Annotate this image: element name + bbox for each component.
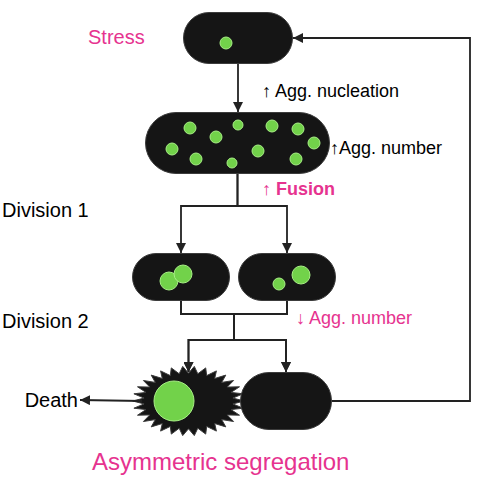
spiky-membrane	[133, 366, 245, 435]
protein-aggregate	[166, 143, 178, 155]
flow-arrow	[238, 174, 288, 253]
stressed-cell: Stress	[183, 12, 293, 64]
aggregate-count-note: ↑Agg. number	[330, 139, 442, 157]
protein-aggregate	[292, 266, 310, 284]
flow-arrow	[181, 301, 234, 372]
protein-aggregate	[233, 120, 243, 130]
protein-aggregate	[227, 158, 237, 168]
edge-label: ↓ Agg. number	[296, 309, 412, 327]
flow-arrow	[189, 301, 288, 372]
aggregate-layer	[239, 254, 337, 302]
healthy-cell	[240, 372, 332, 430]
stage-label: Division 1	[2, 200, 89, 220]
protein-aggregate	[190, 153, 202, 165]
caption-label: Asymmetric segregation	[92, 450, 349, 474]
protein-aggregate	[210, 131, 222, 143]
edge-label: ↑ Agg. nucleation	[262, 82, 399, 100]
stage-label: Division 2	[2, 311, 89, 331]
node-text: Stress	[88, 27, 145, 47]
edge-label: ↑ Fusion	[262, 180, 335, 198]
flow-arrow	[181, 174, 238, 253]
aggregate-layer	[184, 13, 294, 65]
dying-cell	[142, 372, 235, 430]
protein-aggregate	[266, 120, 278, 132]
protein-aggregate	[308, 137, 320, 149]
aggregate-layer	[146, 113, 331, 175]
flow-arrow	[237, 64, 239, 112]
flow-arrow	[80, 400, 142, 401]
flow-arrow	[234, 301, 287, 372]
protein-aggregate	[292, 123, 304, 135]
node-text: Death	[14, 390, 78, 410]
daughter-cell	[132, 253, 230, 301]
flow-arrow	[181, 301, 286, 372]
protein-aggregate	[273, 278, 285, 290]
aggregate-cell	[145, 112, 330, 174]
aggregate-layer	[133, 254, 231, 302]
aggregate-layer	[142, 372, 235, 430]
protein-aggregate	[154, 381, 194, 421]
protein-aggregate	[184, 122, 196, 134]
flow-arrow	[293, 38, 470, 401]
protein-aggregate	[252, 145, 264, 157]
death-label-node: Death	[14, 388, 78, 412]
protein-aggregate	[174, 265, 192, 283]
protein-aggregate	[290, 153, 302, 165]
daughter-cell	[238, 253, 336, 301]
protein-aggregate	[220, 37, 232, 49]
